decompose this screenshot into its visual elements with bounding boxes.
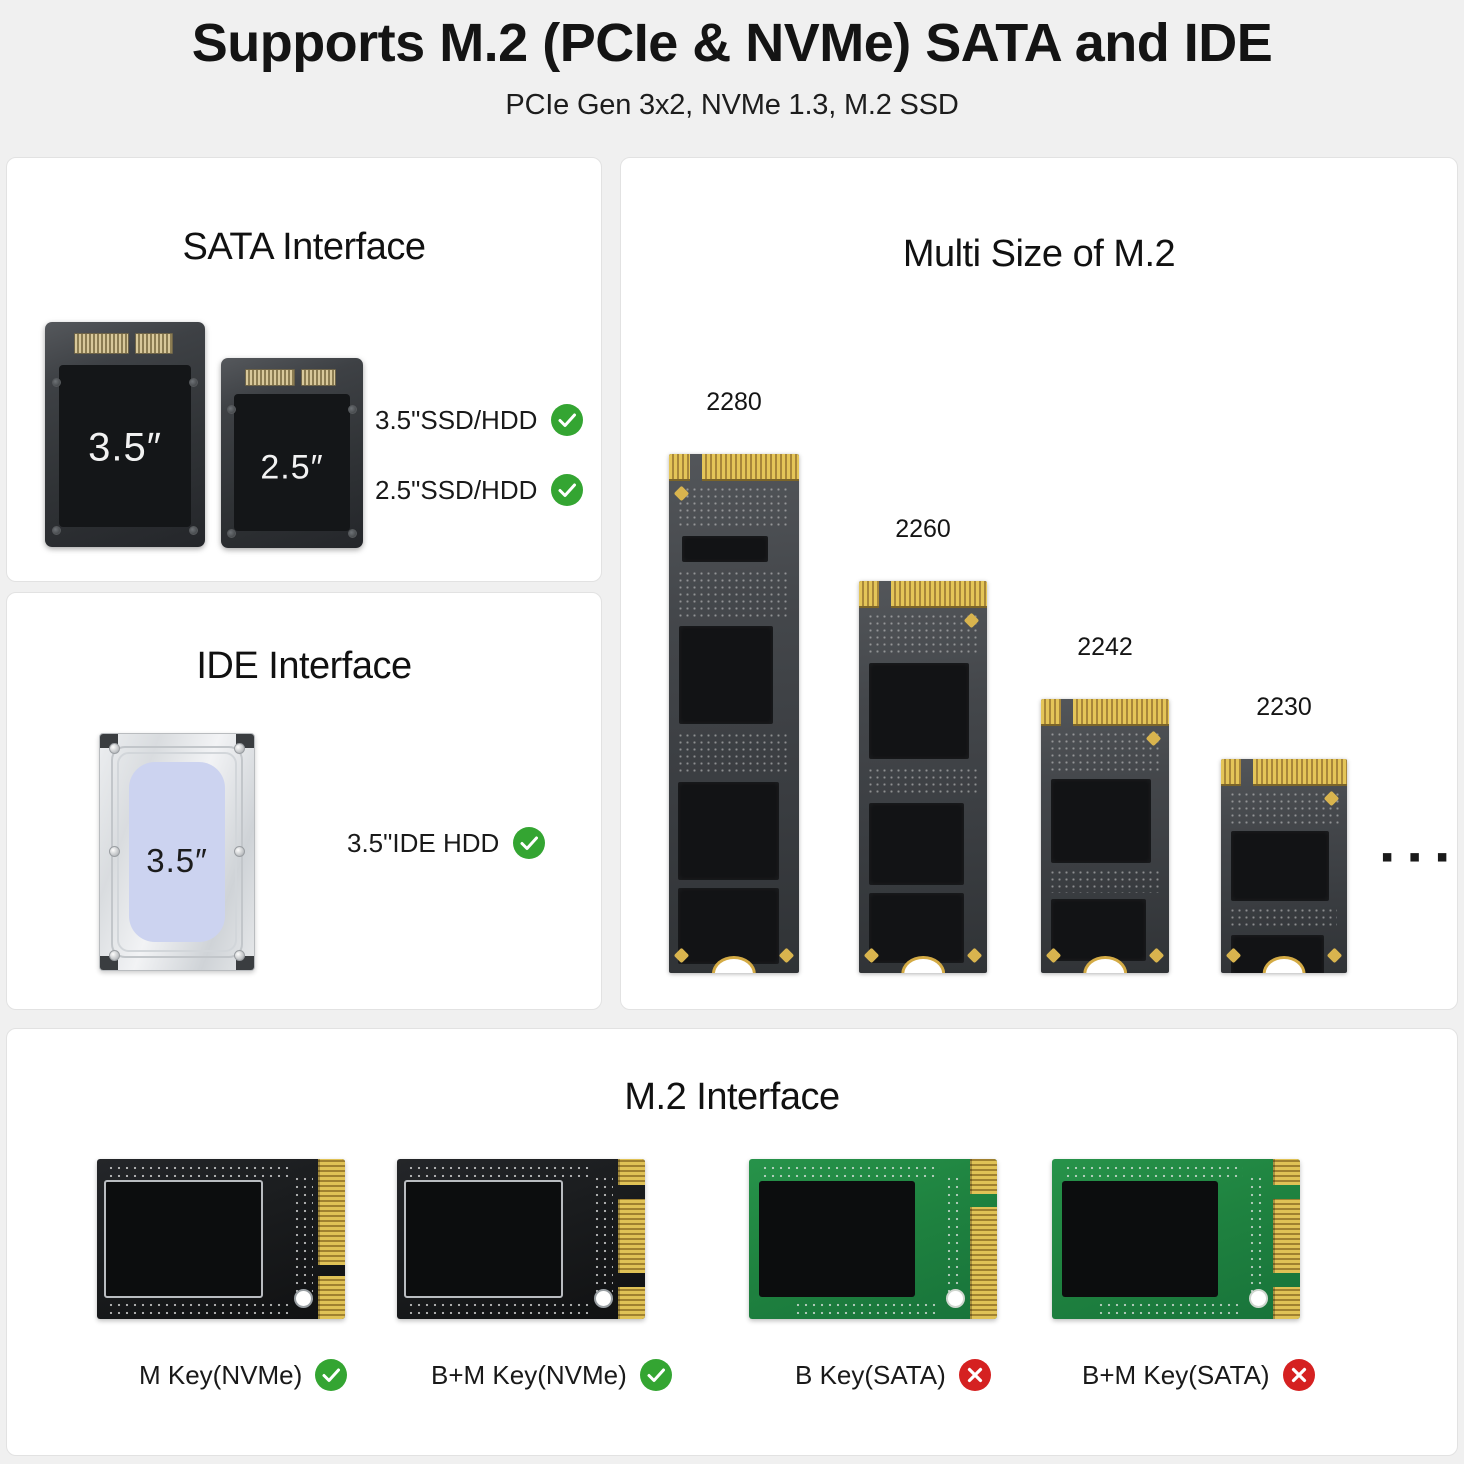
multi-size-m2-panel: Multi Size of M.2 2280	[620, 157, 1458, 1010]
m2-module-2230-label: 2230	[1256, 693, 1312, 721]
gold-contact-fingers	[617, 1159, 645, 1319]
m2-module-b-key-sata	[749, 1159, 997, 1319]
m2-module-bm-key-sata	[1052, 1159, 1300, 1319]
legend-label: 3.5"IDE HDD	[347, 827, 500, 858]
mounting-hole	[293, 1288, 313, 1308]
legend-label: B+M Key(NVMe)	[431, 1359, 627, 1390]
sata-connector-icon	[73, 333, 173, 354]
check-circle-icon	[551, 474, 584, 506]
m2-module-m-key-nvme	[97, 1159, 345, 1319]
legend-label: B Key(SATA)	[795, 1359, 946, 1390]
m2-interface-panel: M.2 Interface M Key(NVMe)	[6, 1028, 1458, 1456]
page-subtitle: PCIe Gen 3x2, NVMe 1.3, M.2 SSD	[505, 89, 959, 122]
cross-circle-icon	[958, 1359, 991, 1391]
sata-drive-2_5: 2.5″	[221, 358, 363, 548]
legend-item-m-key-nvme: M Key(NVMe)	[139, 1359, 348, 1391]
m2-module-2242-label: 2242	[1077, 633, 1133, 661]
m2-module-bm-key-nvme	[397, 1159, 645, 1319]
gold-contact-fingers	[969, 1159, 997, 1319]
legend-label: 3.5"SSD/HDD	[375, 404, 538, 435]
drive-face	[233, 394, 351, 531]
gold-contact-fingers	[859, 581, 987, 608]
ide-drive-3_5: 3.5″	[99, 733, 255, 971]
legend-item-3_5-ssd-hdd: 3.5"SSD/HDD	[375, 404, 584, 436]
m2-module-2280: 2280	[669, 388, 799, 973]
legend-item-2_5-ssd-hdd: 2.5"SSD/HDD	[375, 474, 584, 506]
legend-item-bm-key-nvme: B+M Key(NVMe)	[431, 1359, 672, 1391]
mounting-hole	[945, 1288, 965, 1308]
gold-contact-fingers	[1041, 699, 1169, 726]
m2-module-2242: 2242	[1041, 633, 1169, 973]
more-sizes-indicator: ▪ ▪ ▪	[1381, 838, 1452, 876]
sata-interface-panel: SATA Interface 3.5″ 2.5	[6, 157, 602, 582]
page-title: Supports M.2 (PCIe & NVMe) SATA and IDE	[191, 13, 1273, 73]
legend-label: 2.5"SSD/HDD	[375, 474, 538, 505]
gold-contact-fingers	[317, 1159, 345, 1319]
m2-panel-title: M.2 Interface	[624, 1076, 840, 1118]
m2-module-2260: 2260	[859, 515, 987, 973]
legend-item-3_5-ide-hdd: 3.5"IDE HDD	[347, 827, 546, 859]
ide-drive-size-label: 3.5″	[146, 842, 208, 880]
gold-contact-fingers	[669, 454, 799, 481]
cross-circle-icon	[1282, 1359, 1315, 1391]
legend-item-bm-key-sata: B+M Key(SATA)	[1082, 1359, 1315, 1391]
sata-drive-illustrations: 3.5″ 2.5″ 3.5"SSD/HDD 2.5"SSD/HDD	[7, 308, 601, 558]
m2-module-2230: 2230	[1221, 693, 1347, 973]
ide-panel-title: IDE Interface	[196, 645, 412, 687]
legend-label: M Key(NVMe)	[139, 1359, 303, 1390]
sata-drive-3_5: 3.5″	[45, 322, 205, 547]
mounting-hole	[1248, 1288, 1268, 1308]
page-header: Supports M.2 (PCIe & NVMe) SATA and IDE …	[0, 0, 1464, 122]
check-circle-icon	[551, 404, 584, 436]
ide-interface-panel: IDE Interface 3.5″ 3.5"IDE HDD	[6, 592, 602, 1010]
mounting-hole	[593, 1288, 613, 1308]
m2-module-2260-label: 2260	[895, 515, 951, 543]
sata-connector-icon	[245, 369, 336, 387]
drive-face	[59, 364, 191, 527]
m2-module-2280-label: 2280	[706, 388, 762, 416]
check-circle-icon	[513, 827, 546, 859]
gold-contact-fingers	[1272, 1159, 1300, 1319]
sata-drive-2_5-size-label: 2.5″	[260, 448, 324, 487]
sata-panel-title: SATA Interface	[182, 226, 426, 268]
check-circle-icon	[315, 1359, 348, 1391]
legend-label: B+M Key(SATA)	[1082, 1359, 1270, 1390]
multi-size-panel-title: Multi Size of M.2	[902, 233, 1176, 275]
drive-label-area	[129, 762, 225, 942]
check-circle-icon	[639, 1359, 672, 1391]
legend-item-b-key-sata: B Key(SATA)	[795, 1359, 991, 1391]
gold-contact-fingers	[1221, 759, 1347, 786]
sata-drive-3_5-size-label: 3.5″	[88, 425, 162, 470]
